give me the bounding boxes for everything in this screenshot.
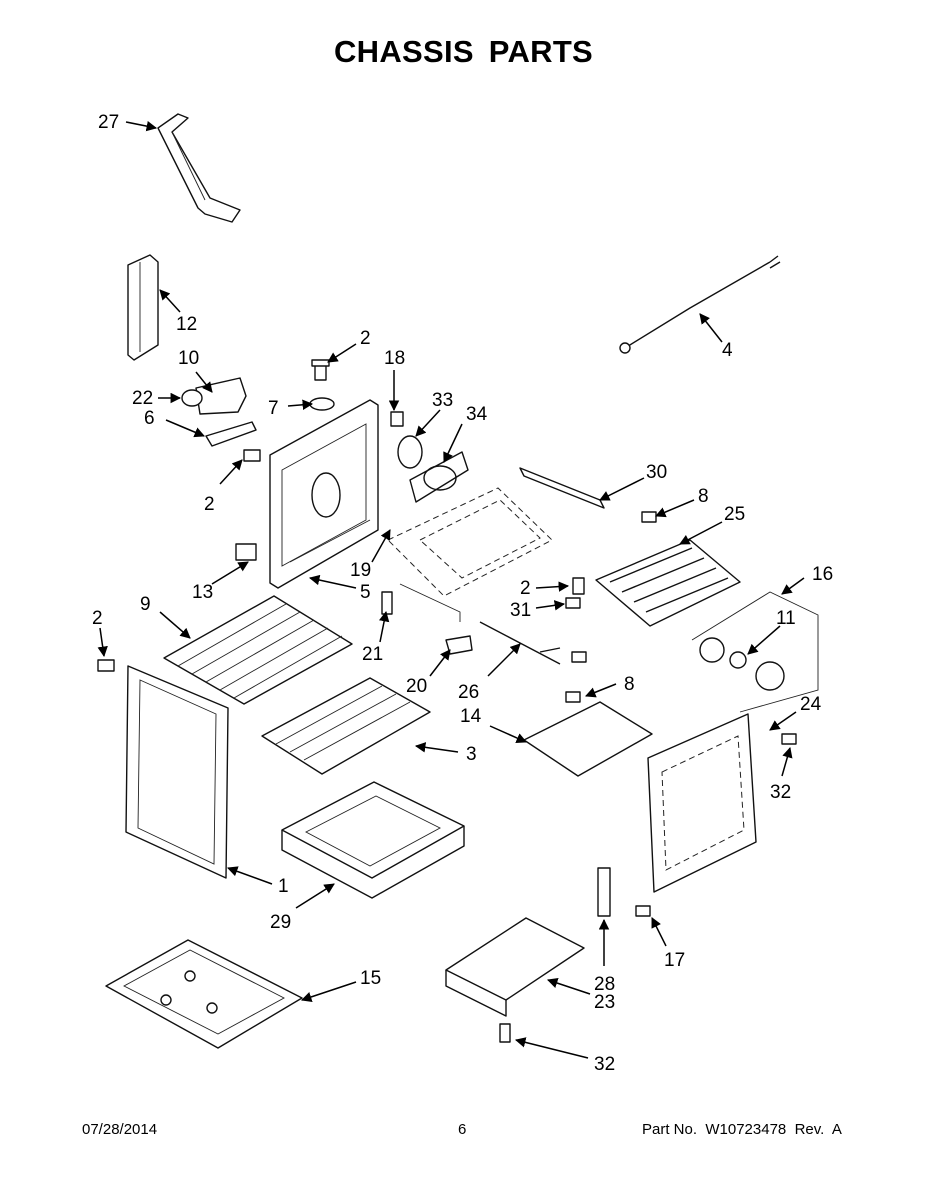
bottom-plate-part-23 <box>445 917 585 1017</box>
callout-23: 23 <box>594 992 615 1013</box>
callout-24: 24 <box>800 694 822 715</box>
callout-16: 16 <box>812 564 833 585</box>
fan-part-33 <box>397 435 423 469</box>
callout-8-top: 8 <box>698 486 709 507</box>
footer-page-number: 6 <box>458 1121 467 1138</box>
callout-34: 34 <box>466 404 488 425</box>
switch-assembly-parts-10-22-6 <box>181 377 257 447</box>
probe-part-26 <box>479 621 561 665</box>
valve-part-21 <box>381 591 393 615</box>
callout-22: 22 <box>132 388 153 409</box>
roller-rack-part-3 <box>261 677 431 775</box>
screw-part-8-middle <box>571 651 587 663</box>
callout-8-lower: 8 <box>624 674 635 695</box>
callout-29: 29 <box>270 912 291 933</box>
callout-labels: 27 12 10 22 6 2 18 7 33 34 2 4 30 8 25 1… <box>92 112 833 1075</box>
callout-26: 26 <box>458 682 479 703</box>
callout-2-far-left: 2 <box>92 608 103 629</box>
callout-6: 6 <box>144 408 155 429</box>
callout-12: 12 <box>176 314 197 335</box>
insulation-part-19 <box>387 487 553 622</box>
broil-element-part-25 <box>595 539 741 627</box>
callout-2-left: 2 <box>204 494 215 515</box>
oven-bottom-part-15 <box>105 939 303 1049</box>
oven-rack-part-9 <box>163 595 353 705</box>
bake-element-part-14 <box>523 701 653 777</box>
callout-5: 5 <box>360 582 371 603</box>
callout-28: 28 <box>594 974 615 995</box>
callout-30: 30 <box>646 462 667 483</box>
screw-part-2-left <box>243 449 261 462</box>
callout-21: 21 <box>362 644 383 665</box>
callout-27: 27 <box>98 112 119 133</box>
callout-19: 19 <box>350 560 371 581</box>
clip-part-31 <box>565 597 581 609</box>
rear-panel-part-5 <box>269 399 379 589</box>
hinge-part-28 <box>597 867 611 917</box>
side-panel-part-24 <box>647 713 757 893</box>
side-trim-part-12 <box>127 254 159 361</box>
screw-part-8-top <box>641 511 657 523</box>
bar-part-30 <box>519 467 605 509</box>
callout-15: 15 <box>360 968 381 989</box>
page-title: CHASSIS PARTS <box>333 34 594 69</box>
screw-part-2-top <box>311 359 330 381</box>
bracket-part-27 <box>157 113 241 223</box>
callout-32-right: 32 <box>770 782 791 803</box>
footer-date: 07/28/2014 <box>82 1121 158 1138</box>
callout-33: 33 <box>432 390 453 411</box>
screw-part-2-right <box>572 577 585 595</box>
light-assembly-part-16 <box>691 591 819 713</box>
screw-part-2-far-left <box>97 659 115 672</box>
screw-part-32-right <box>781 733 797 745</box>
callout-7: 7 <box>268 398 279 419</box>
callout-13: 13 <box>192 582 213 603</box>
callout-2-top: 2 <box>360 328 371 349</box>
door-part-1 <box>125 665 229 879</box>
callout-9: 9 <box>140 594 151 615</box>
callout-32-bottom: 32 <box>594 1054 615 1075</box>
callout-11: 11 <box>776 608 796 629</box>
callout-17: 17 <box>664 950 685 971</box>
callout-2-right: 2 <box>520 578 531 599</box>
callout-14: 14 <box>460 706 482 727</box>
callout-31: 31 <box>510 600 531 621</box>
callout-10: 10 <box>178 348 199 369</box>
clamp-part-7 <box>309 397 335 411</box>
footer-part-number: Part No. W10723478 Rev. A <box>642 1121 842 1138</box>
screw-part-17 <box>635 905 651 917</box>
screw-part-32-bottom <box>499 1023 511 1043</box>
callout-1: 1 <box>278 876 289 897</box>
callout-25: 25 <box>724 504 745 525</box>
callout-20: 20 <box>406 676 427 697</box>
screw-part-8-lower <box>565 691 581 703</box>
connector-part-18 <box>390 411 404 427</box>
leader-lines <box>97 120 805 1059</box>
callout-3: 3 <box>466 744 477 765</box>
wire-harness-part-4 <box>619 255 781 354</box>
bracket-part-13 <box>235 543 257 561</box>
callout-4: 4 <box>722 340 733 361</box>
drawer-part-29 <box>281 781 465 899</box>
callout-18: 18 <box>384 348 405 369</box>
